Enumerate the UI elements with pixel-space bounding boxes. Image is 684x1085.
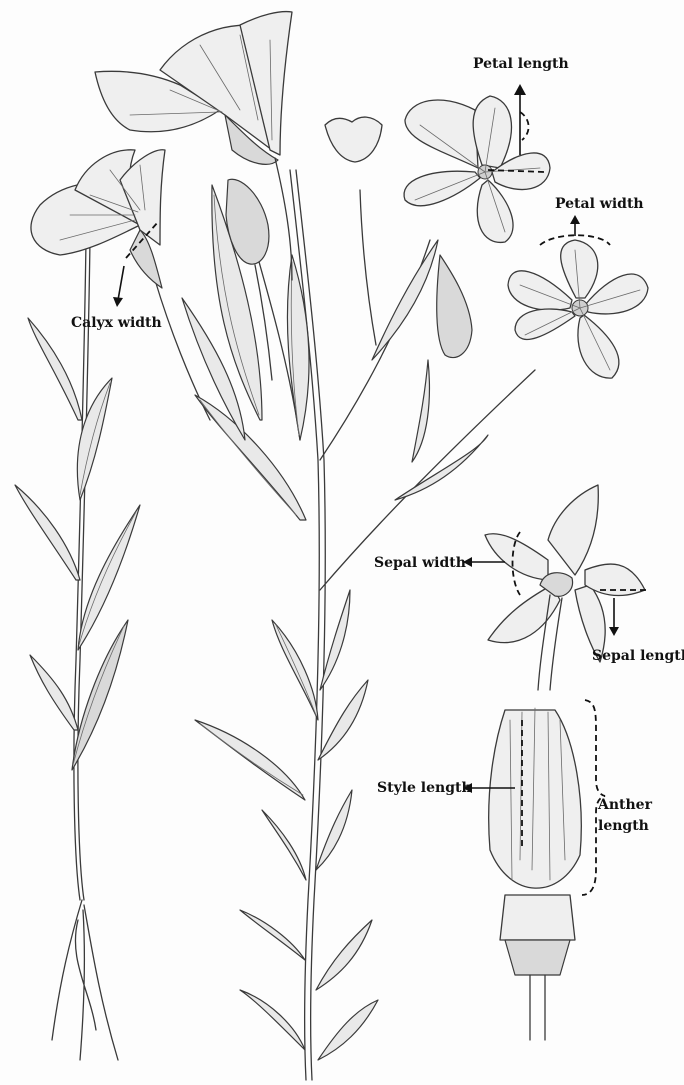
anther-length-label-line1: Anther [598, 797, 652, 814]
right-upper-flower [404, 96, 550, 242]
sepal-length-label: Sepal length [592, 648, 684, 665]
main-stem [182, 170, 535, 1080]
left-stem [15, 240, 140, 1060]
roots [52, 900, 118, 1060]
petal-width-label: Petal width [555, 196, 644, 213]
style-length-label: Style length [377, 780, 472, 797]
right-lower-flower [508, 240, 648, 378]
flower-section [489, 708, 582, 1040]
sepal-width-label: Sepal width [374, 555, 466, 572]
calyx-width-label: Calyx width [71, 315, 162, 332]
petal-length-label: Petal length [473, 56, 569, 73]
anther-length-label-line2: length [598, 818, 649, 835]
